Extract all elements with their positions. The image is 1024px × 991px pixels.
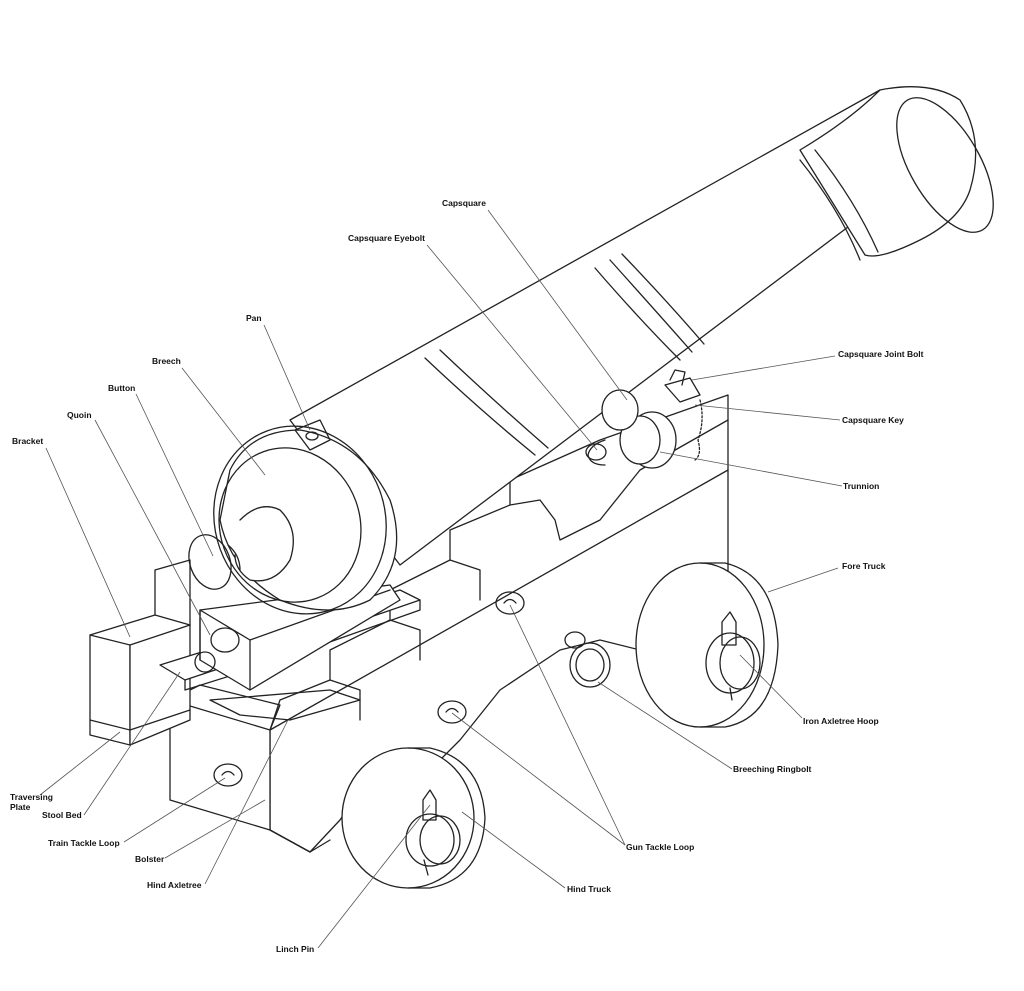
label-quoin: Quoin [67, 410, 92, 420]
label-fore-truck: Fore Truck [842, 561, 886, 571]
label-linch-pin: Linch Pin [276, 944, 315, 954]
label-breeching-ringbolt: Breeching Ringbolt [733, 764, 812, 774]
leader-stool-bed [83, 671, 181, 816]
label-hind-axletree: Hind Axletree [147, 880, 202, 890]
hind-truck-wheel [341, 747, 486, 889]
leader-bracket [45, 447, 131, 638]
leader-hind-truck [461, 811, 566, 889]
leader-bolster [164, 799, 266, 859]
label-capsquare-joint-bolt: Capsquare Joint Bolt [838, 349, 924, 359]
leader-button [135, 393, 214, 557]
leader-quoin [94, 419, 211, 636]
label-breech: Breech [152, 356, 181, 366]
label-capsquare-eyebolt: Capsquare Eyebolt [348, 233, 425, 243]
label-button: Button [108, 383, 136, 393]
leader-gun-tackle-loop-b [451, 712, 626, 846]
leader-capsquare-key [694, 404, 841, 421]
gun-barrel [188, 86, 994, 615]
label-bolster: Bolster [135, 854, 165, 864]
leader-pan [263, 324, 311, 431]
fore-truck-wheel [635, 562, 779, 728]
label-iron-axletree-hoop: Iron Axletree Hoop [803, 716, 879, 726]
label-train-tackle-loop: Train Tackle Loop [48, 838, 120, 848]
leader-hind-axletree [204, 719, 289, 885]
leader-capsquare-eyebolt [426, 244, 598, 451]
leader-linch-pin [317, 804, 431, 949]
leader-iron-axletree-hoop [739, 654, 803, 719]
leader-capsquare-joint-bolt [691, 355, 836, 381]
label-gun-tackle-loop: Gun Tackle Loop [626, 842, 695, 852]
label-trunnion: Trunnion [843, 481, 880, 491]
label-capsquare-key: Capsquare Key [842, 415, 904, 425]
label-traversing-plate: Traversing Plate [10, 792, 53, 812]
label-stool-bed: Stool Bed [42, 810, 82, 820]
leader-gun-tackle-loop-a [509, 604, 626, 846]
leader-train-tackle-loop [123, 777, 226, 843]
leader-capsquare [487, 209, 628, 401]
label-hind-truck: Hind Truck [567, 884, 611, 894]
fittings [213, 591, 611, 787]
label-bracket: Bracket [12, 436, 44, 446]
leader-breech [181, 367, 266, 476]
label-pan: Pan [246, 313, 262, 323]
leader-trunnion [659, 451, 843, 487]
label-capsquare: Capsquare [442, 198, 486, 208]
leader-fore-truck [767, 567, 839, 593]
leader-traversing-plate [39, 731, 121, 796]
leader-breeching-ringbolt [597, 681, 733, 770]
